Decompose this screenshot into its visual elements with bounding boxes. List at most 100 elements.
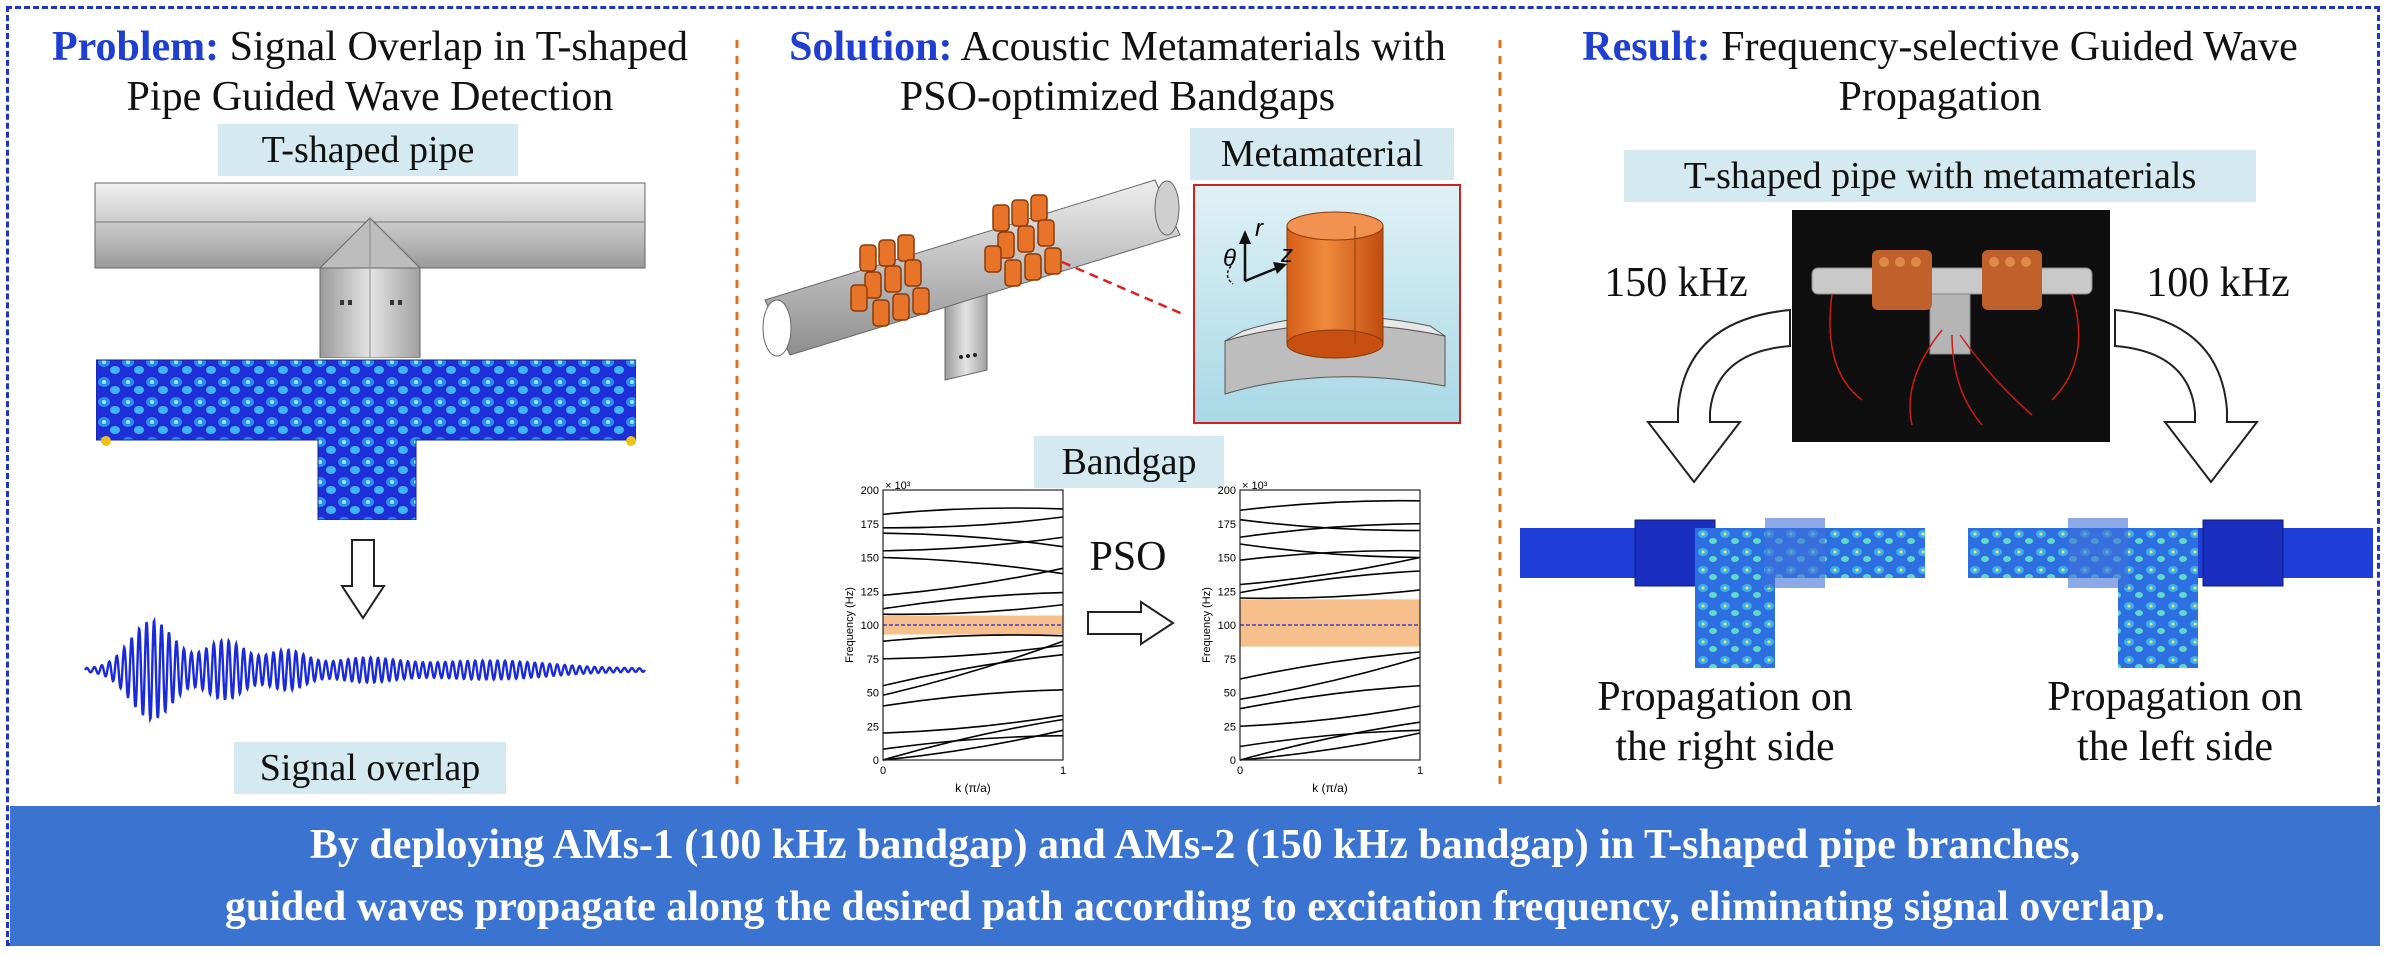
unit-cell-illustration: r θ z xyxy=(1223,211,1446,395)
dispersion-curve xyxy=(882,507,1064,516)
down-arrow-icon xyxy=(340,539,386,620)
dispersion-curve xyxy=(1239,684,1421,710)
dispersion-curve xyxy=(1239,549,1421,561)
y-tick-label: 150 xyxy=(861,553,879,565)
y-tick-label: 125 xyxy=(861,586,879,598)
dispersion-curve xyxy=(882,536,1064,552)
x-tick-label: 1 xyxy=(1060,765,1066,777)
right-side-caption: Propagation on the right side xyxy=(1560,672,1890,772)
y-tick-label: 100 xyxy=(861,620,879,632)
x-tick-label: 1 xyxy=(1417,765,1423,777)
dispersion-curve xyxy=(882,532,1064,548)
x-tick-label: 0 xyxy=(880,765,886,777)
y-tick-label: 25 xyxy=(867,721,879,733)
y-ticks: 0 25 50 75 100 125 150 175 200 xyxy=(861,485,879,767)
dispersion-curve xyxy=(882,714,1064,734)
t-pipe-metamaterials-label: T-shaped pipe with metamaterials xyxy=(1624,150,2256,202)
dispersion-curve xyxy=(1239,729,1421,748)
dispersion-curve xyxy=(1239,651,1421,680)
curved-arrow-right-icon xyxy=(2114,308,2260,484)
y-tick-label: 150 xyxy=(1218,553,1236,565)
wave-field-illustration xyxy=(96,359,636,520)
dispersion-curves xyxy=(1239,499,1421,761)
right-arrow-icon xyxy=(1087,600,1175,646)
dispersion-curve xyxy=(882,689,1064,707)
dispersion-curve xyxy=(882,734,1064,750)
result-keyword: Result: xyxy=(1582,24,1711,70)
y-tick-label: 50 xyxy=(1224,688,1236,700)
dispersion-curve xyxy=(882,556,1064,575)
dispersion-curve xyxy=(1239,721,1421,761)
result-title-line2: Propagation xyxy=(1838,74,2042,120)
unit-cell-box: r θ z xyxy=(1193,184,1461,424)
dispersion-curve xyxy=(1239,732,1421,761)
y-tick-label: 75 xyxy=(1224,654,1236,666)
plot-frame xyxy=(882,489,1064,761)
signal-waveform xyxy=(84,616,646,724)
metamaterial-pipe-illustration xyxy=(762,179,1181,381)
left-frequency-label: 150 kHz xyxy=(1604,260,1748,306)
signal-overlap-label: Signal overlap xyxy=(234,742,506,794)
t-pipe-label: T-shaped pipe xyxy=(218,124,518,176)
conclusion-banner: By deploying AMs-1 (100 kHz bandgap) and… xyxy=(10,806,2380,946)
right-frequency-label: 100 kHz xyxy=(2146,260,2290,306)
plot-frame xyxy=(1239,489,1421,761)
solution-title: Solution: Acoustic Metamaterials with PS… xyxy=(745,22,1490,122)
left-side-caption-line1: Propagation on xyxy=(2047,674,2303,720)
dispersion-curve xyxy=(882,653,1064,687)
result-title: Result: Frequency-selective Guided Wave … xyxy=(1510,22,2370,122)
problem-title: Problem: Signal Overlap in T-shaped Pipe… xyxy=(10,22,730,122)
problem-title-rest: Signal Overlap in T-shaped xyxy=(219,24,689,70)
y-axis-label: Frequency (Hz) xyxy=(1201,587,1213,663)
problem-keyword: Problem: xyxy=(51,24,220,70)
dispersion-curve xyxy=(1239,705,1421,728)
dispersion-curve xyxy=(882,516,1064,529)
y-tick-label: 175 xyxy=(1218,519,1236,531)
curved-arrow-left-icon xyxy=(1645,308,1791,484)
experimental-setup-photo xyxy=(1792,210,2110,442)
dispersion-curve xyxy=(1239,518,1421,532)
dispersion-curve xyxy=(882,634,1064,642)
pso-label: PSO xyxy=(1089,534,1167,580)
solution-title-line2: PSO-optimized Bandgaps xyxy=(899,74,1336,120)
solution-title-rest: Acoustic Metamaterials with xyxy=(952,24,1446,70)
bandgap-band xyxy=(1240,599,1420,647)
dispersion-curve xyxy=(882,591,1064,610)
y-tick-label: 25 xyxy=(1224,721,1236,733)
y-tick-label: 0 xyxy=(1230,755,1236,767)
y-tick-label: 0 xyxy=(873,755,879,767)
right-side-caption-line2: the right side xyxy=(1615,724,1835,770)
x-axis-label: k (π/a) xyxy=(1312,781,1348,795)
dispersion-curve xyxy=(882,567,1064,597)
y-axis-label: Frequency (Hz) xyxy=(844,587,856,663)
y-tick-label: 125 xyxy=(1218,586,1236,598)
dispersion-curves xyxy=(882,507,1064,761)
dispersion-curve xyxy=(1239,556,1421,586)
y-tick-label: 200 xyxy=(861,485,879,497)
y-tick-label: 50 xyxy=(867,688,879,700)
dispersion-curve xyxy=(1239,543,1421,559)
y-tick-label: 175 xyxy=(861,519,879,531)
problem-title-line2: Pipe Guided Wave Detection xyxy=(126,74,614,120)
left-side-caption: Propagation on the left side xyxy=(2010,672,2340,772)
dispersion-curve xyxy=(882,603,1064,616)
simulation-left-propagation xyxy=(1968,518,2373,668)
y-multiplier: × 10³ xyxy=(885,480,911,492)
bandgap-label: Bandgap xyxy=(1034,436,1224,488)
solution-keyword: Solution: xyxy=(789,24,953,70)
metamaterial-label: Metamaterial xyxy=(1190,128,1454,180)
banner-line2: guided waves propagate along the desired… xyxy=(224,884,2166,930)
y-tick-label: 75 xyxy=(867,654,879,666)
t-pipe-illustration xyxy=(94,182,646,358)
zoom-connector xyxy=(1061,260,1186,317)
dispersion-curve xyxy=(1239,499,1421,512)
simulation-right-propagation xyxy=(1520,518,1925,668)
left-side-caption-line2: the left side xyxy=(2077,724,2273,770)
dispersion-curve xyxy=(882,644,1064,660)
y-tick-label: 200 xyxy=(1218,485,1236,497)
